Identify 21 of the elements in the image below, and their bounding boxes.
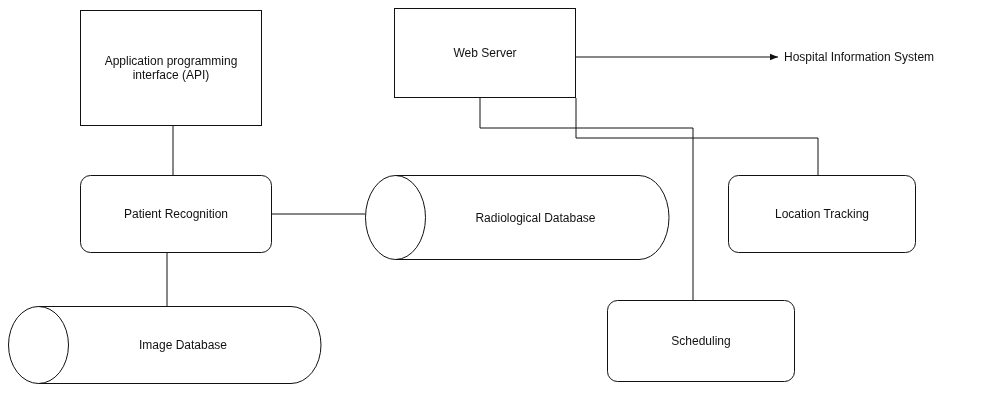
rounded-box [80,175,272,253]
node-label: Radiological Database [475,210,596,225]
node-label: Scheduling [671,334,731,348]
node-label: Patient Recognition [123,207,229,221]
node-label: Image Database [138,338,228,352]
node-label: Application programming interface (API) [103,54,239,82]
node-label: Location Tracking [774,207,870,221]
rounded-box [728,175,916,253]
database-cylinder [8,306,322,384]
arrow [575,53,779,61]
connector-line [271,213,366,215]
process-box [394,8,576,98]
process-box [80,10,262,126]
connector-line [172,125,174,176]
node-label: Hospital Information System [784,50,935,64]
connector-line [479,97,694,301]
node-label: Web Server [453,46,517,60]
rounded-box [607,300,795,382]
database-cylinder [365,175,670,260]
connector-line [575,97,819,176]
connector-line [166,252,168,307]
